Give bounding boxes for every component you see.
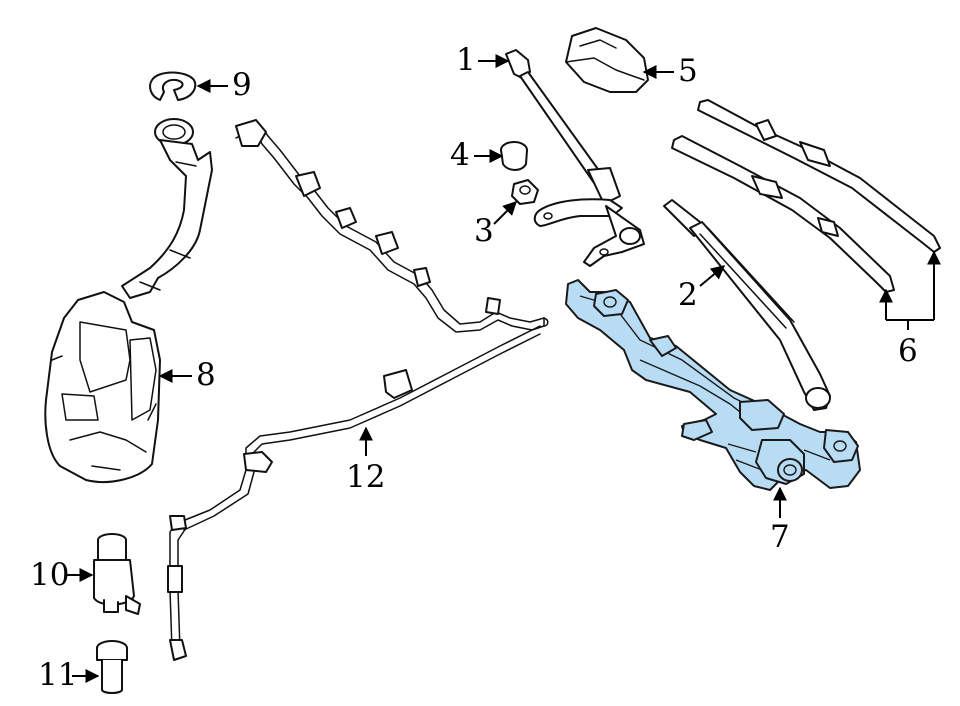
leader-arrows [66, 54, 787, 683]
callout-3: 3 [474, 213, 494, 249]
nut-cap-part [500, 141, 528, 171]
wiper-motor-linkage-part [565, 279, 861, 491]
wiper-blades-part [671, 99, 941, 293]
wiper-arm-driver-part [505, 49, 645, 267]
washer-pump-part [93, 533, 141, 615]
callout-1: 1 [456, 42, 476, 78]
arm-nut-part [511, 179, 539, 205]
reservoir-cap-part [149, 71, 197, 101]
callout-6: 6 [898, 333, 918, 369]
washer-hose-part [167, 119, 549, 661]
washer-reservoir-part [44, 118, 213, 484]
pump-grommet-part [96, 640, 128, 694]
callout-4: 4 [450, 137, 470, 173]
callout-12: 12 [346, 459, 386, 495]
callout-6-bracket [879, 250, 941, 330]
callout-10: 10 [30, 557, 70, 593]
callout-5: 5 [678, 53, 698, 89]
callout-11: 11 [38, 657, 78, 693]
callout-2: 2 [678, 277, 698, 313]
callout-8: 8 [196, 357, 216, 393]
callout-9: 9 [232, 67, 252, 103]
leader-3 [493, 201, 517, 225]
callout-7: 7 [770, 519, 790, 555]
pivot-cover-part [565, 27, 649, 93]
leader-2 [699, 265, 726, 287]
